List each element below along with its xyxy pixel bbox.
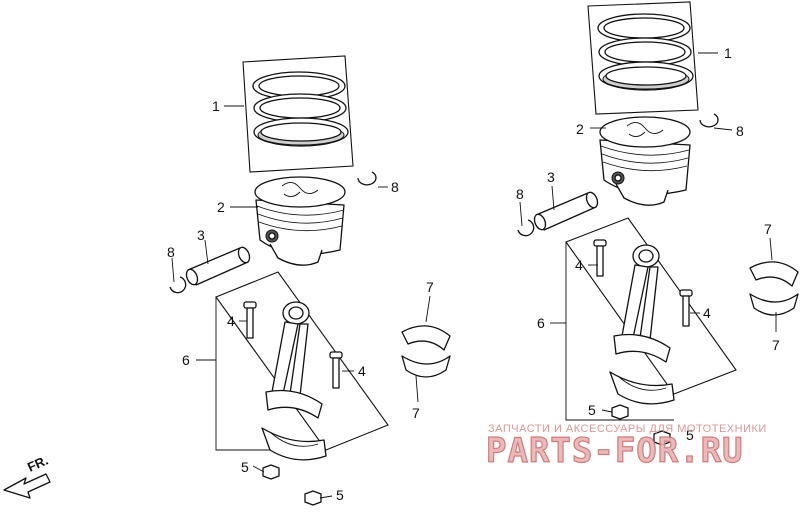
left-callout-3: 3 [197, 227, 205, 243]
left-bearings [401, 325, 451, 378]
right-rod-nuts [611, 404, 671, 446]
right-assembly: 1 2 3 8 8 4 4 6 5 5 7 7 [516, 1, 799, 446]
left-rod-cap [261, 427, 327, 461]
watermark-tagline: ЗАПЧАСТИ И АКСЕССУАРЫ ДЛЯ МОТОТЕХНИКИ [488, 423, 767, 435]
left-callout-7b: 7 [412, 405, 420, 421]
right-bearings [749, 261, 799, 316]
right-callout-2: 2 [576, 121, 584, 137]
left-callout-8a: 8 [167, 244, 175, 260]
left-callout-7a: 7 [426, 279, 434, 295]
left-rod-nuts [262, 464, 322, 506]
right-piston [599, 116, 691, 206]
left-pin-clips [169, 171, 377, 294]
left-piston-pin [185, 246, 251, 286]
watermark: ЗАПЧАСТИ И АКСЕССУАРЫ ДЛЯ МОТОТЕХНИКИ PA… [485, 423, 767, 472]
right-callout-1: 1 [724, 45, 732, 61]
right-piston-pin [533, 191, 599, 231]
right-callout-6: 6 [537, 315, 545, 331]
left-callout-1: 1 [212, 98, 220, 114]
left-callout-8b: 8 [391, 179, 399, 195]
left-callout-6: 6 [182, 352, 190, 368]
front-direction-label: FR. [25, 453, 50, 475]
right-connecting-rod [613, 244, 671, 363]
left-connecting-rod [265, 301, 323, 419]
right-callout-4b: 4 [703, 305, 711, 321]
right-ring-set [587, 1, 699, 115]
right-pin-clips [517, 113, 719, 237]
left-rod-bolts [243, 301, 343, 389]
left-callout-5a: 5 [241, 459, 249, 475]
left-piston [254, 176, 346, 266]
left-ring-set [242, 55, 354, 173]
right-callout-5a: 5 [588, 402, 596, 418]
left-callout-5b: 5 [336, 487, 344, 503]
left-leaders [171, 105, 431, 499]
right-leaders [519, 52, 777, 413]
left-assembly: 1 2 3 8 8 4 4 6 5 5 7 7 [167, 55, 451, 506]
right-callout-8a: 8 [516, 186, 524, 202]
left-callout-4a: 4 [227, 313, 235, 329]
right-callout-7b: 7 [772, 337, 780, 353]
right-rod-cap [609, 371, 675, 405]
right-rod-bolts [593, 239, 693, 327]
left-callout-2: 2 [217, 199, 225, 215]
front-direction-arrow: FR. [3, 453, 51, 499]
watermark-brand: PARTS-FOR.RU [486, 431, 744, 471]
right-callout-7a: 7 [764, 221, 772, 237]
right-callout-5b: 5 [686, 427, 694, 443]
right-callout-4a: 4 [575, 257, 583, 273]
left-callout-4b: 4 [358, 363, 366, 379]
right-callout-8b: 8 [736, 123, 744, 139]
right-callout-3: 3 [547, 169, 555, 185]
